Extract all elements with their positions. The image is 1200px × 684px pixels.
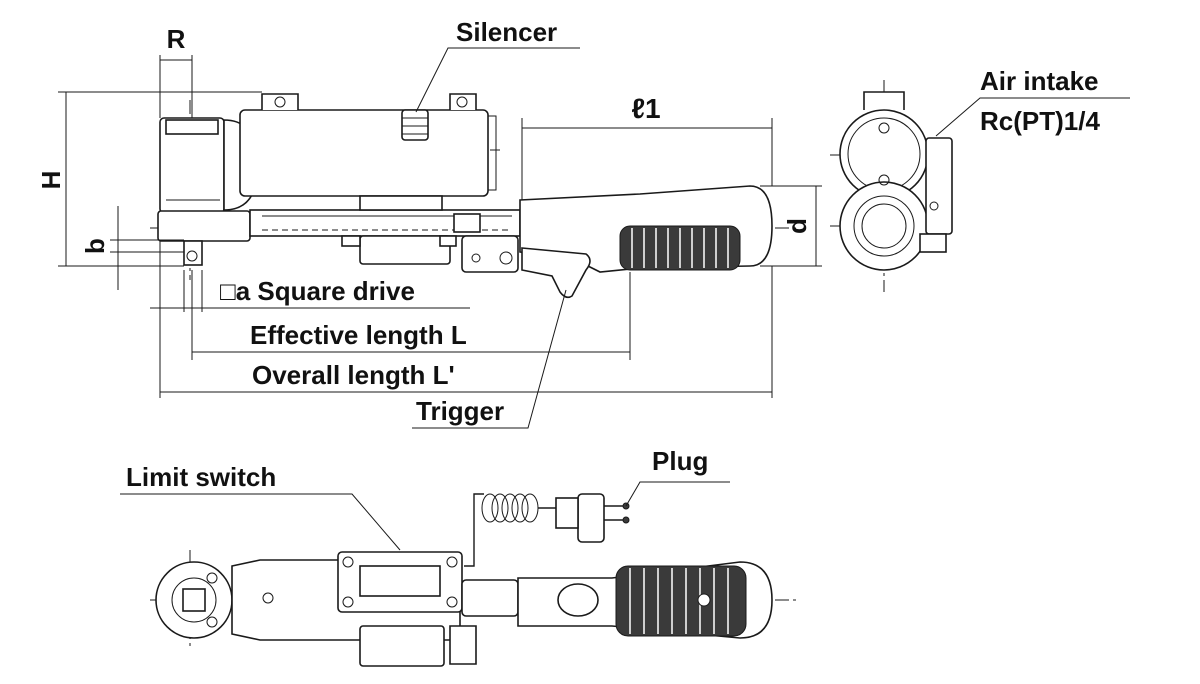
limit-switch-leader	[120, 493, 401, 551]
lower-bolt-right	[439, 235, 457, 247]
label-limit-switch: Limit switch	[126, 462, 276, 492]
plug-clamp	[555, 497, 579, 529]
drive-circle	[839, 181, 929, 271]
plug-body	[577, 493, 605, 543]
end-top-tab	[863, 91, 905, 110]
label-b: b	[80, 238, 110, 254]
ratchet-cap	[165, 119, 219, 135]
label-square-drive: □a Square drive	[220, 276, 415, 306]
label-overall-length: Overall length L'	[252, 360, 455, 390]
coil-cable	[481, 493, 539, 523]
top-handle-window	[557, 583, 599, 617]
label-h: H	[36, 171, 66, 190]
top-valve	[461, 579, 519, 617]
label-silencer: Silencer	[456, 17, 557, 47]
mount-tab-right	[449, 93, 477, 110]
top-square-drive	[182, 588, 206, 612]
trigger-lever	[521, 247, 591, 299]
label-d: d	[782, 218, 812, 234]
air-intake-leader	[935, 97, 1130, 137]
plug-leader	[625, 481, 730, 507]
label-air-intake: Air intake	[980, 66, 1099, 96]
label-effective-length: Effective length L	[250, 320, 467, 350]
ratchet-base	[157, 210, 251, 242]
arm-block	[359, 195, 443, 211]
trigger-housing	[461, 235, 519, 273]
valve-block	[453, 213, 481, 233]
air-intake-block	[925, 137, 953, 235]
label-l1: ℓ1	[631, 93, 660, 124]
end-view	[830, 80, 1130, 292]
silencer-body	[401, 109, 429, 141]
lower-plate	[359, 235, 451, 265]
silencer-leader	[415, 47, 580, 113]
air-intake-fitting	[919, 233, 947, 253]
grip-ribs	[619, 225, 741, 271]
mount-tab-left	[261, 93, 299, 110]
label-rc-pt: Rc(PT)1/4	[980, 106, 1100, 136]
side-view	[58, 47, 822, 429]
cable	[464, 493, 484, 567]
motor-housing	[239, 109, 489, 197]
label-plug: Plug	[652, 446, 708, 476]
trigger-leader	[412, 289, 567, 429]
top-lower-block	[359, 625, 445, 667]
top-grip-ribs	[615, 565, 747, 637]
lower-bolt-left	[341, 235, 361, 247]
label-trigger: Trigger	[416, 396, 504, 426]
limit-switch-window	[359, 565, 441, 597]
label-r: R	[167, 24, 186, 54]
top-elbow	[449, 625, 477, 665]
top-view	[120, 481, 800, 667]
